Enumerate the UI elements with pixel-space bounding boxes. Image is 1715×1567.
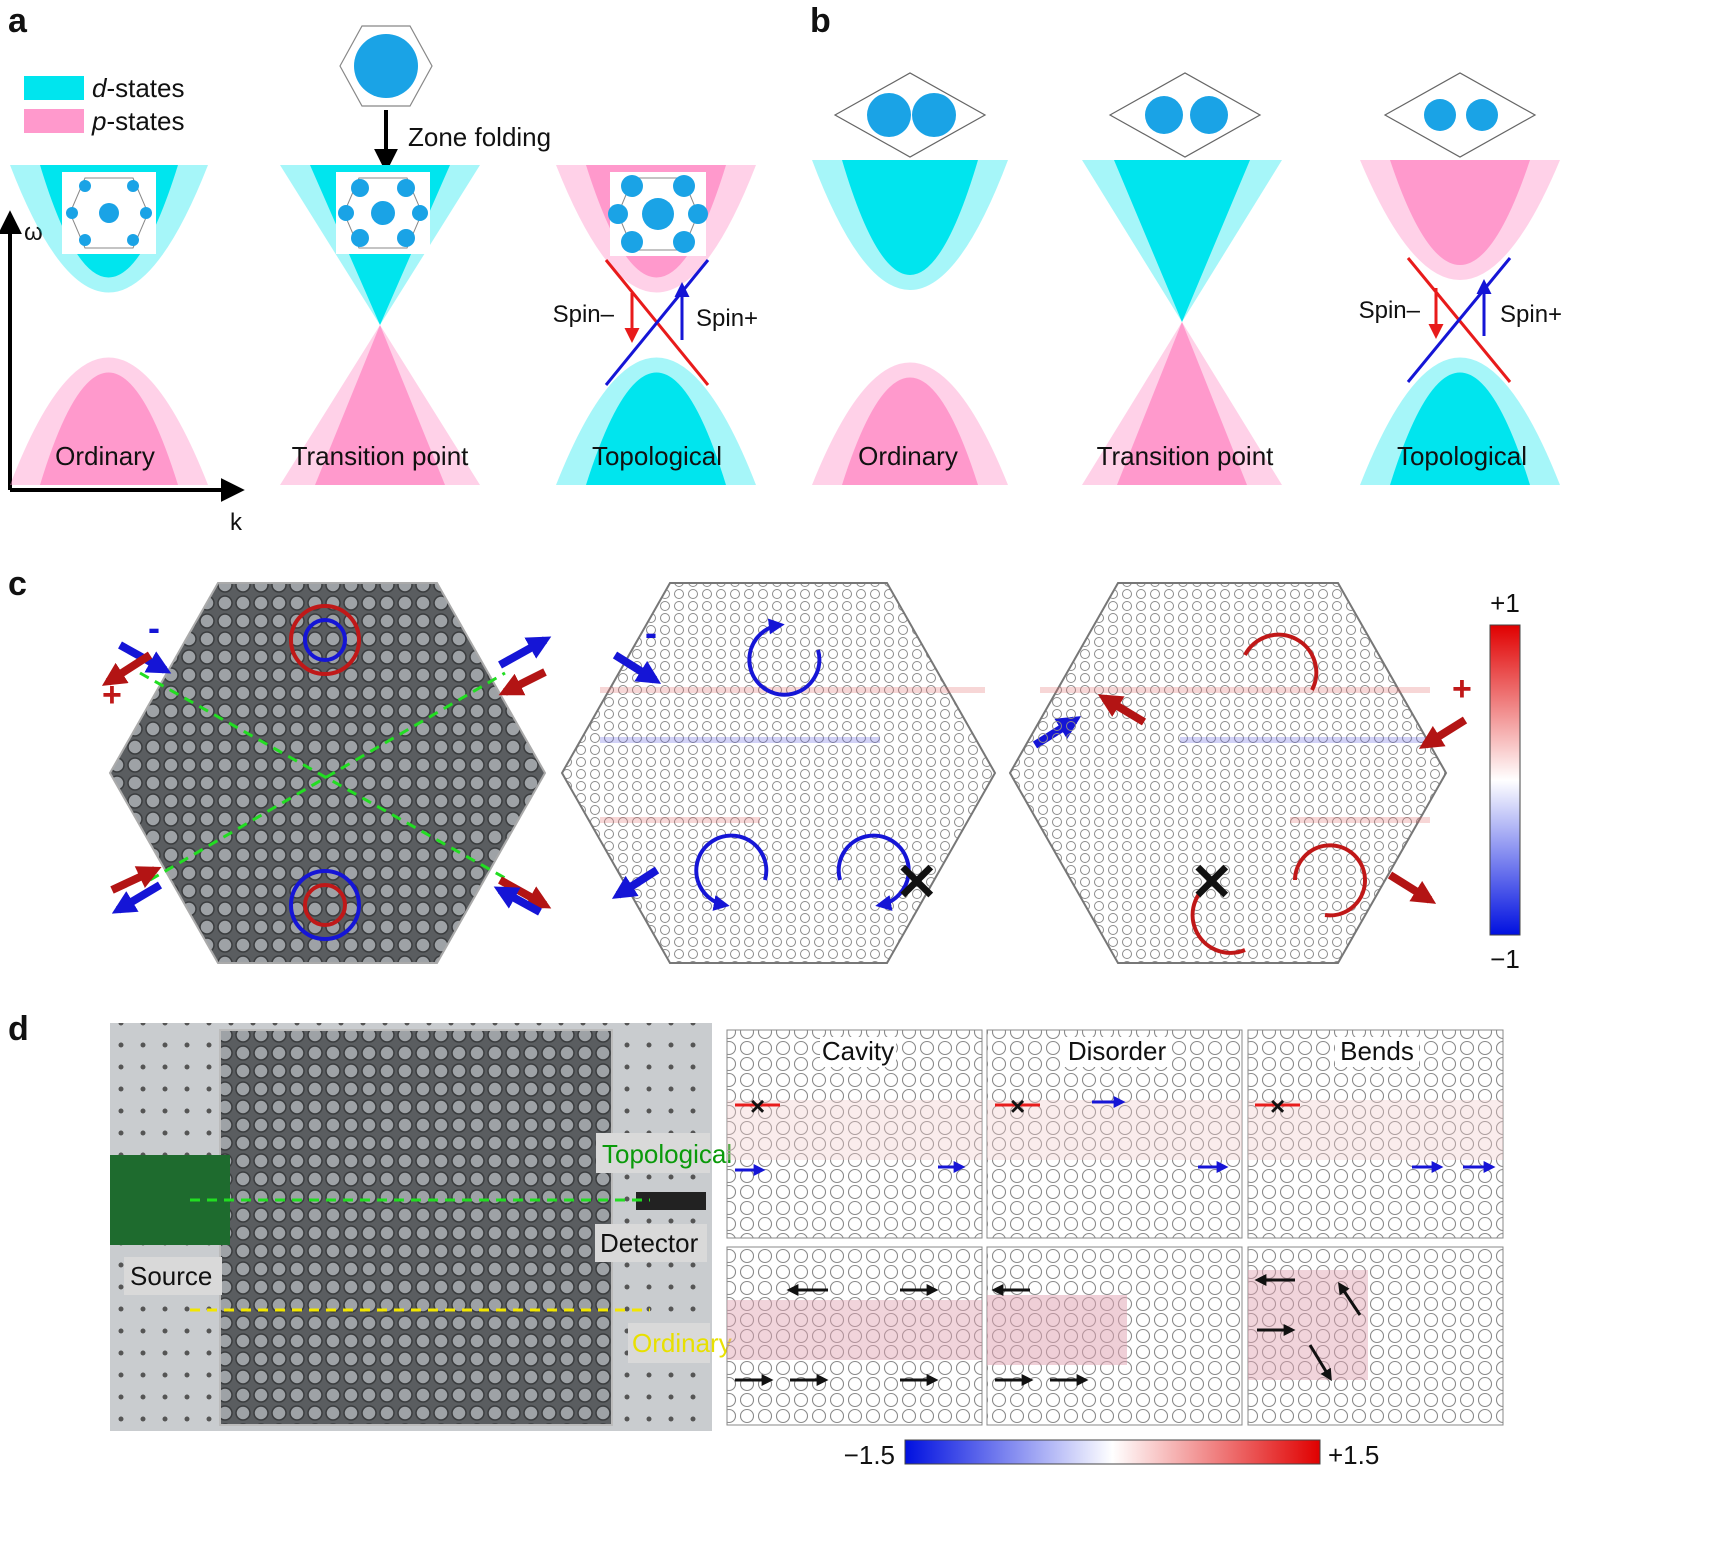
legend-p-states: p-states — [91, 106, 185, 136]
colorbar-c: +1 −1 — [1489, 588, 1521, 974]
spin-sign-minus: - — [645, 612, 657, 653]
blocked-mark: ✕ — [895, 854, 939, 912]
blocked-mark: ✕ — [1190, 854, 1234, 912]
spin-plus-line — [604, 259, 710, 386]
panel-b: b Ordinary Transition point — [810, 2, 1562, 485]
panel-a: a d-states p-states ω k Ordin — [0, 2, 758, 536]
legend-swatch-d — [24, 76, 84, 100]
spin-plus-label: Spin+ — [696, 305, 758, 332]
map-title-bends: Bends — [1340, 1036, 1414, 1066]
panel-label: b — [810, 2, 831, 40]
band-label-ordinary: Ordinary — [55, 441, 155, 471]
photo-label-topological: Topological — [602, 1139, 732, 1169]
sample-photo-hexagon: - + — [101, 582, 552, 964]
map-title-cavity: Cavity — [822, 1036, 894, 1066]
interface-dash — [139, 671, 506, 880]
spin-plus-label: Spin+ — [1500, 301, 1562, 328]
spin-sign-minus: - — [148, 607, 160, 648]
field-map-spin-plus: ✕ + — [1008, 582, 1472, 964]
colorbar-max: +1 — [1490, 588, 1520, 618]
y-axis-label: ω — [24, 219, 43, 246]
band-label-topological: Topological — [1397, 441, 1527, 471]
panel-label: c — [8, 565, 27, 603]
svg-text:×: × — [750, 1091, 765, 1121]
legend-d-states: d-states — [92, 73, 185, 103]
panel-d: d Topological Detector Source Ordinary — [8, 1010, 1504, 1470]
band-label-ordinary: Ordinary — [858, 441, 958, 471]
panel-label: d — [8, 1010, 29, 1048]
spin-minus-label: Spin– — [1359, 297, 1421, 324]
photo-label-ordinary: Ordinary — [632, 1328, 732, 1358]
detector-probe — [636, 1192, 706, 1210]
band-label-topological: Topological — [592, 441, 722, 471]
colorbar-min: −1 — [1490, 944, 1520, 974]
band-transition-a: Zone folding Transition point — [280, 25, 551, 485]
band-topological-a: Spin– Spin+ Topological — [553, 165, 758, 485]
svg-text:×: × — [1270, 1091, 1285, 1121]
axes: ω k — [0, 210, 245, 536]
photo-label-source: Source — [130, 1261, 212, 1291]
interface-dash — [149, 671, 506, 882]
colorbar-min: −1.5 — [844, 1440, 895, 1470]
photo-label-detector: Detector — [600, 1228, 699, 1258]
svg-text:×: × — [1010, 1091, 1025, 1121]
legend-swatch-p — [24, 109, 84, 133]
colorbar-d: −1.5 +1.5 — [844, 1439, 1379, 1470]
band-ordinary-a: Ordinary — [10, 165, 208, 485]
band-label-transition: Transition point — [1097, 441, 1275, 471]
colorbar-max: +1.5 — [1328, 1440, 1379, 1470]
band-label-transition: Transition point — [292, 441, 470, 471]
zone-folding-label: Zone folding — [408, 122, 551, 152]
legend: d-states p-states — [24, 73, 185, 136]
field-maps-topological: Cavity Disorder Bends × × × — [726, 1029, 1504, 1239]
x-axis-label: k — [230, 509, 243, 536]
map-title-disorder: Disorder — [1068, 1036, 1167, 1066]
panel-label: a — [8, 2, 28, 40]
band-topological-b: Spin– Spin+ Topological — [1359, 72, 1562, 485]
band-transition-b: Transition point — [1082, 72, 1282, 485]
field-maps-ordinary — [726, 1246, 1504, 1426]
field-map-spin-minus: ✕ - — [560, 582, 1082, 964]
spin-sign-plus: + — [1452, 670, 1472, 708]
spin-minus-label: Spin– — [553, 301, 615, 328]
spin-sign-plus: + — [102, 676, 122, 714]
experiment-photo: Topological Detector Source Ordinary — [110, 1023, 732, 1431]
panel-c: c - + — [8, 565, 1521, 974]
band-ordinary-b: Ordinary — [812, 72, 1008, 485]
